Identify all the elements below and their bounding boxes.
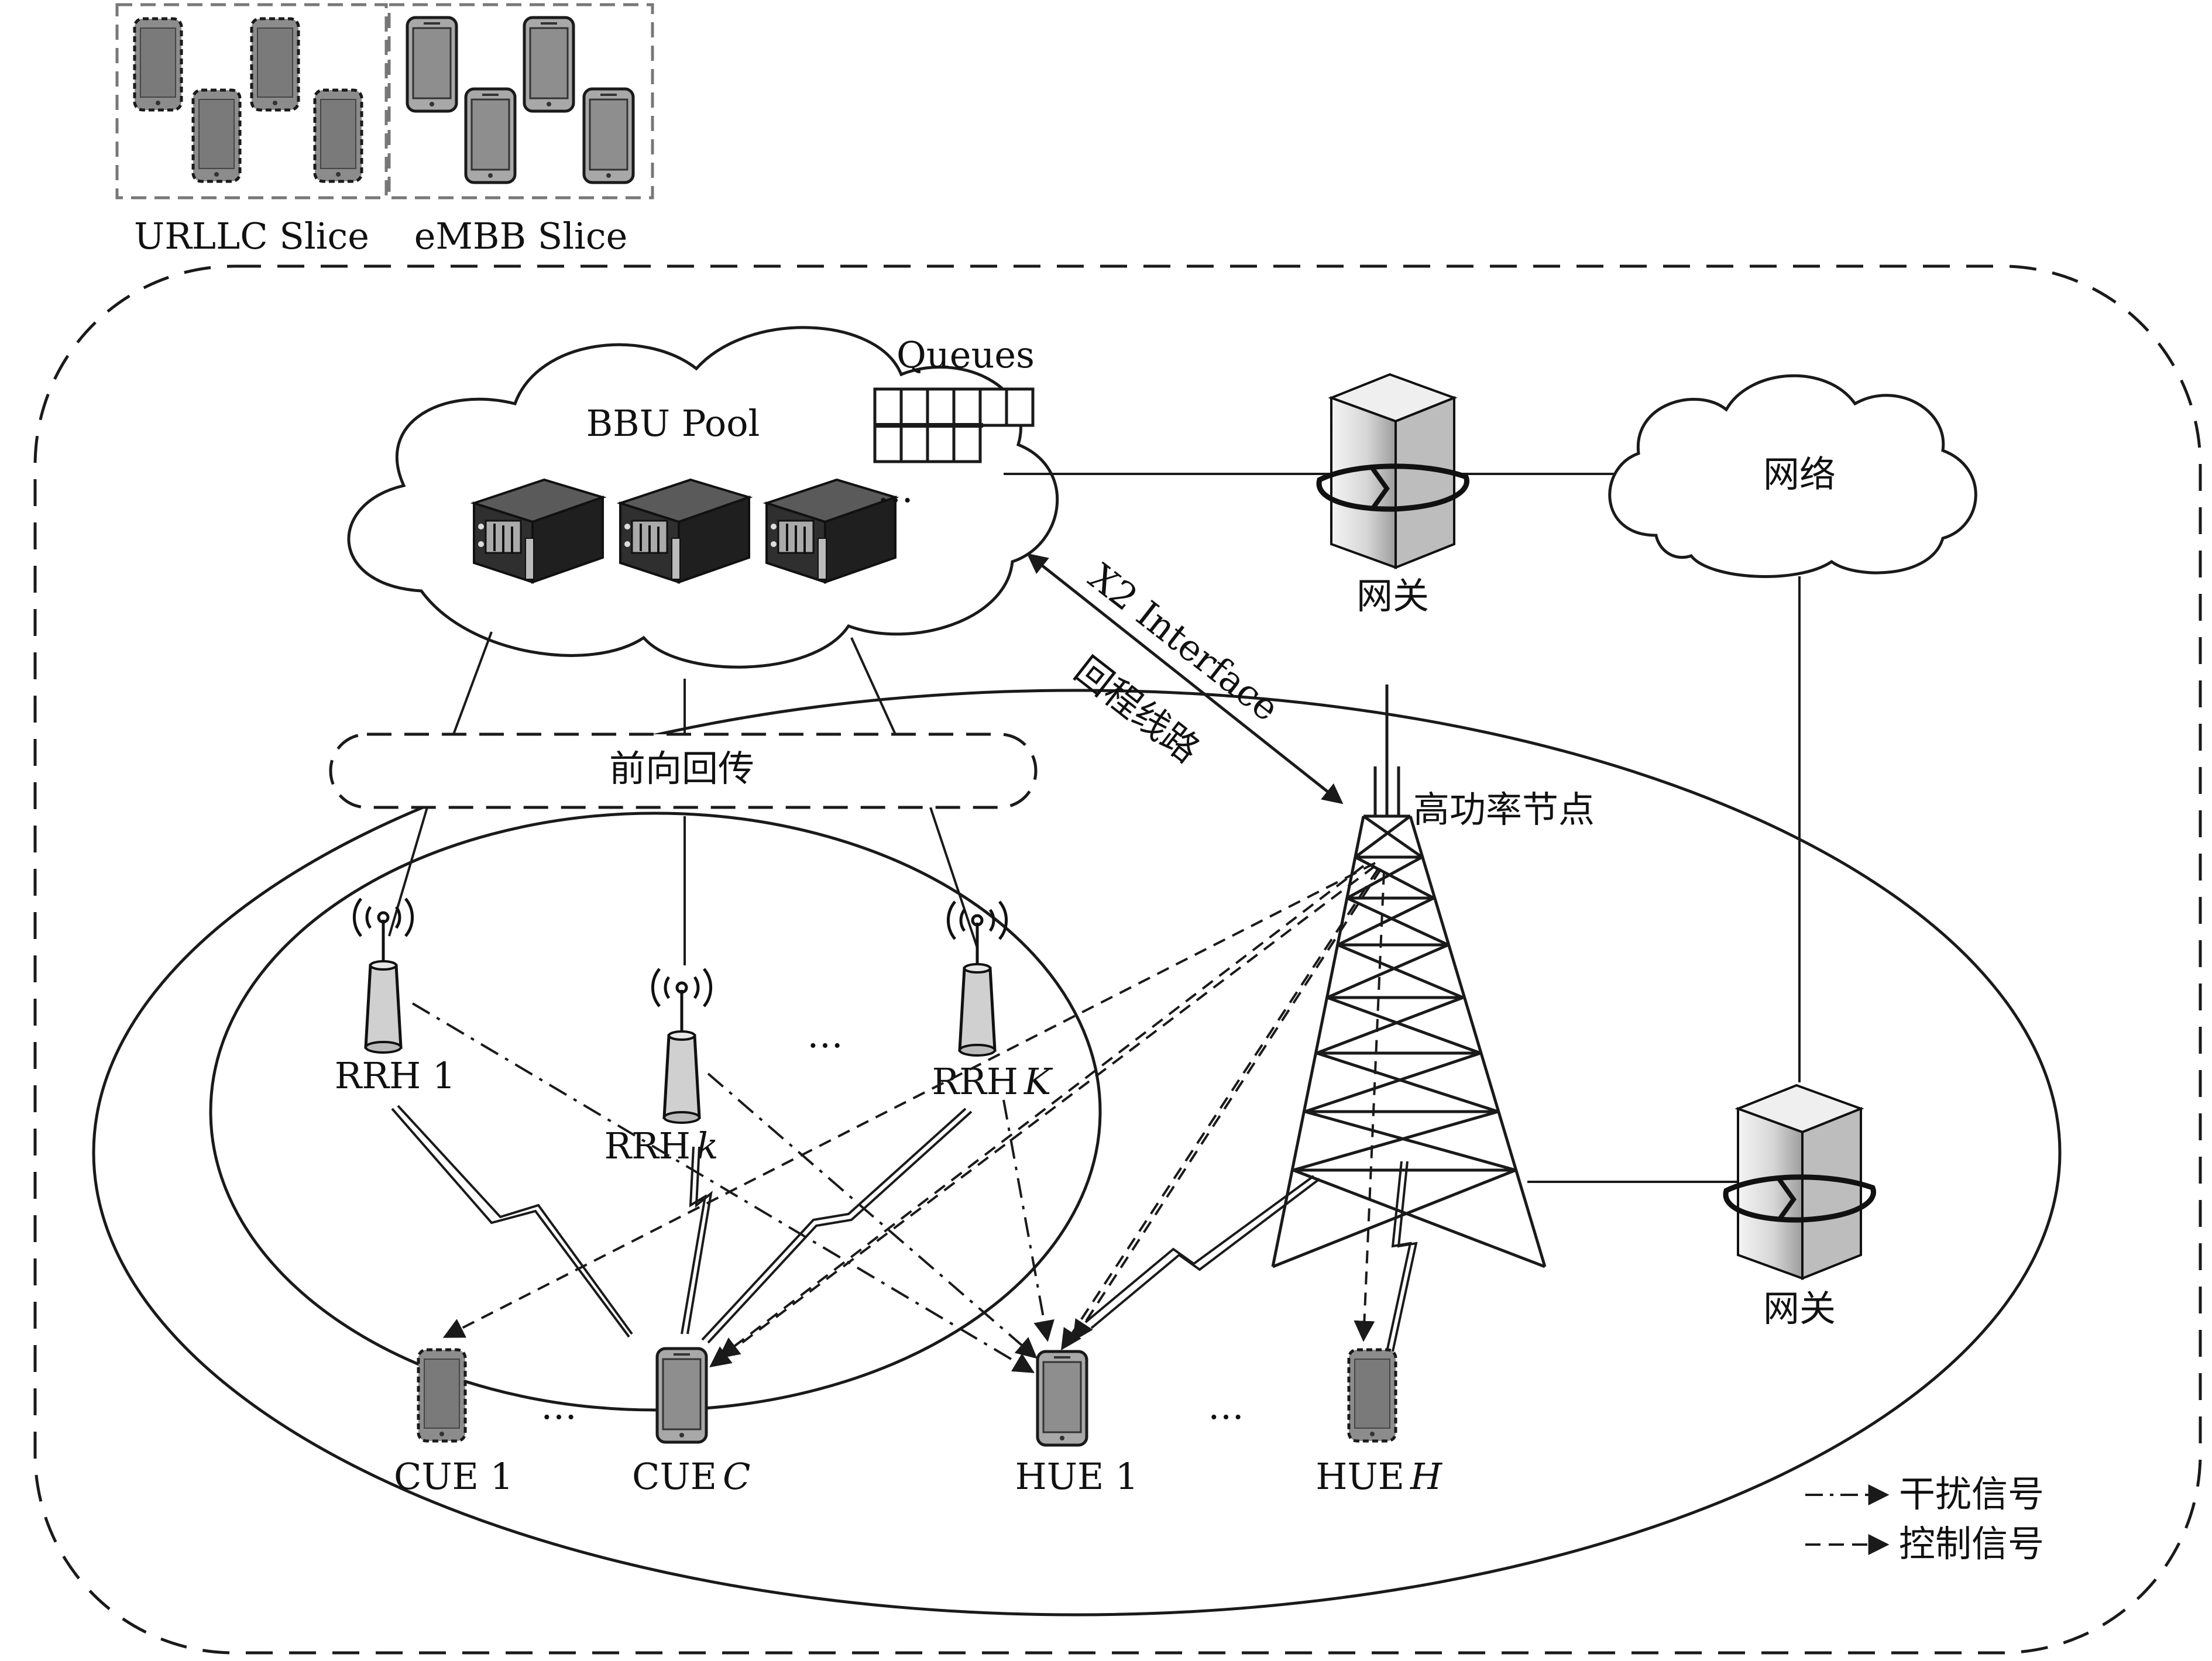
- gateway-top-label: 网关: [1356, 575, 1429, 617]
- urllc-device-icon: [193, 90, 240, 181]
- hue-ellipsis: …: [1208, 1385, 1244, 1428]
- urllc-device-icon: [1349, 1350, 1396, 1441]
- rrh-ellipsis: …: [807, 1013, 843, 1056]
- rrh-antenna-icon: [652, 969, 710, 1123]
- hue-1: HUE 1: [1015, 1352, 1139, 1498]
- bbu-ellipsis: …: [877, 468, 913, 511]
- bbu-pool-title: BBU Pool: [586, 402, 760, 445]
- rrh-K: RRH K: [932, 902, 1053, 1103]
- x2-backhaul-link: X2 Interface 回程线路: [1026, 553, 1344, 804]
- rrh-antenna-icon: [354, 899, 412, 1053]
- embb-device-icon: [1038, 1352, 1087, 1445]
- embb-slice-label: eMBB Slice: [414, 215, 628, 257]
- high-power-node-label: 高功率节点: [1413, 788, 1595, 831]
- urllc-device-icon: [418, 1350, 465, 1441]
- fronthaul: 前向回传: [329, 733, 1038, 809]
- gateway-bottom: 网关: [1726, 1085, 1873, 1330]
- urllc-device-icon: [135, 19, 181, 110]
- rrh-k-index: k: [696, 1124, 719, 1167]
- rrh-cluster-coverage: [209, 811, 1102, 1412]
- gateway-bottom-label: 网关: [1763, 1287, 1836, 1330]
- cue-1-label: CUE 1: [394, 1455, 513, 1498]
- hue-1-label: HUE 1: [1015, 1455, 1139, 1498]
- cue-C-label: CUE: [632, 1455, 717, 1498]
- hue-H: HUE H: [1315, 1350, 1443, 1498]
- rrh-1: RRH 1: [335, 899, 456, 1097]
- control-legend-label: 控制信号: [1899, 1522, 2044, 1565]
- urllc-slice-label: URLLC Slice: [134, 215, 369, 257]
- network-cloud: 网络: [1608, 374, 1977, 578]
- embb-device-icon: [524, 18, 573, 111]
- rrh-antenna-icon: [948, 902, 1006, 1055]
- cue-1: CUE 1: [394, 1350, 513, 1498]
- embb-device-icon: [584, 89, 633, 183]
- fronthaul-label: 前向回传: [609, 747, 754, 790]
- system-boundary: [33, 264, 2202, 1655]
- wired-links: [388, 473, 1801, 1183]
- embb-slice-box: [387, 3, 654, 200]
- control-signals: [442, 862, 1385, 1368]
- urllc-device-icon: [252, 19, 298, 110]
- slice-legend: URLLC Slice eMBB Slice: [115, 3, 654, 257]
- high-power-node-tower: [1271, 685, 1547, 1268]
- gateway-top: 网关: [1319, 374, 1466, 617]
- urllc-device-icon: [315, 90, 362, 181]
- signal-legend: 干扰信号 控制信号: [1805, 1473, 2044, 1565]
- cue-ellipsis: …: [541, 1385, 577, 1428]
- gateway-icon: [1319, 374, 1466, 568]
- interference-legend-label: 干扰信号: [1899, 1473, 2044, 1515]
- embb-device-icon: [657, 1349, 706, 1442]
- queues: Queues: [873, 333, 1035, 463]
- queues-label: Queues: [897, 333, 1035, 376]
- cue-C: CUE C: [632, 1349, 750, 1498]
- embb-device-icon: [466, 89, 515, 183]
- interference-signals: [411, 1002, 1055, 1373]
- cue-C-index: C: [723, 1455, 750, 1498]
- embb-device-icon: [407, 18, 456, 111]
- rrh-1-label: RRH 1: [335, 1054, 456, 1097]
- wireless-links: [391, 1105, 1418, 1352]
- hue-H-label: HUE: [1315, 1455, 1404, 1498]
- rrh-K-index: K: [1023, 1060, 1053, 1103]
- bbu-pool-cloud: BBU Pool …: [347, 326, 1059, 669]
- network-label: 网络: [1763, 453, 1836, 496]
- urllc-slice-box: [115, 3, 388, 200]
- gateway-icon: [1726, 1085, 1873, 1278]
- hue-H-index: H: [1410, 1455, 1443, 1498]
- rrh-k: RRH k: [604, 969, 719, 1167]
